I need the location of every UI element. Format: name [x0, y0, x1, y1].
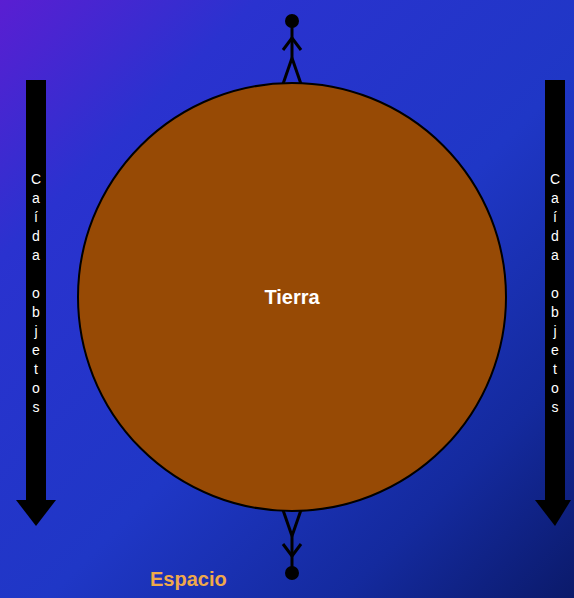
fall-arrow [535, 80, 571, 526]
node-title: Tierra [264, 286, 319, 309]
arrow-caption: Caída objetos [26, 170, 46, 417]
earth-disc [78, 83, 506, 511]
arrow-head [535, 500, 571, 526]
planet-circle: Tierra [77, 82, 507, 512]
arrow-head [16, 500, 56, 526]
stick-figure [283, 14, 301, 84]
arrow-shaft [26, 80, 46, 503]
arrow-shaft [545, 80, 565, 503]
region-label: Espacio [150, 568, 227, 591]
stick-figure [283, 510, 301, 580]
arrow-caption: Caída objetos [545, 170, 565, 417]
fall-arrow [16, 80, 56, 526]
